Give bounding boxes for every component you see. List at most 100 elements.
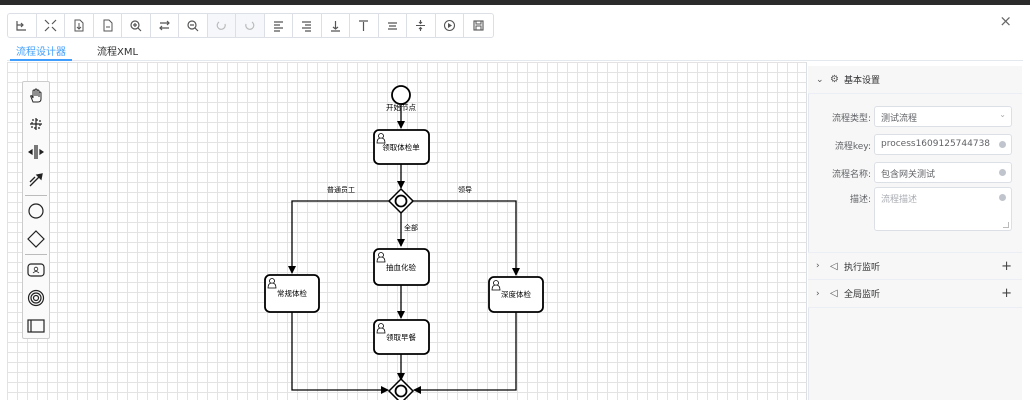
basic-settings-header[interactable]: ⌄ ⚙ 基本设置 xyxy=(808,66,1022,94)
process-desc-label: 描述: xyxy=(849,195,871,205)
section-title: 基本设置 xyxy=(844,76,881,86)
open-file-button[interactable] xyxy=(8,14,37,37)
align-right-icon xyxy=(302,21,312,32)
process-type-label: 流程类型: xyxy=(831,114,871,124)
window-top-bar xyxy=(0,0,1030,5)
start-event[interactable] xyxy=(391,85,411,105)
tool-palette xyxy=(22,81,50,339)
align-middle-icon xyxy=(416,20,426,31)
save-button[interactable] xyxy=(464,14,493,37)
play-simulation-button[interactable] xyxy=(436,14,464,37)
end-event-icon[interactable] xyxy=(23,286,49,310)
redo-button[interactable] xyxy=(236,14,265,37)
align-bottom-icon xyxy=(330,21,340,32)
download-xml-icon xyxy=(74,19,84,32)
split-gateway[interactable] xyxy=(387,187,415,215)
reset-zoom-icon xyxy=(158,20,170,31)
chevron-down-icon: ⌄ xyxy=(816,74,824,85)
play-simulation-icon xyxy=(443,19,455,32)
fit-view-button[interactable] xyxy=(37,14,65,37)
close-icon[interactable]: × xyxy=(999,12,1012,30)
task-label: 常规体检 xyxy=(277,288,307,298)
add-icon[interactable]: + xyxy=(1001,286,1012,301)
download-svg-button[interactable] xyxy=(94,14,122,37)
task-get-form[interactable]: 领取体检单 xyxy=(373,129,430,165)
clear-icon[interactable] xyxy=(999,169,1006,176)
task-label: 抽血化验 xyxy=(386,262,416,272)
flow-deep-to-join[interactable] xyxy=(413,312,517,394)
join-gateway[interactable] xyxy=(387,377,415,400)
task-deep-checkup[interactable]: 深度体检 xyxy=(488,276,544,313)
clear-icon[interactable] xyxy=(999,194,1006,201)
process-type-value: 测试流程 xyxy=(881,114,918,124)
align-top-button[interactable] xyxy=(350,14,379,37)
global-listener-header[interactable]: › ◁ 全局监听 + xyxy=(808,280,1022,308)
properties-panel: ⌄ ⚙ 基本设置 流程类型: 测试流程 ⌄ 流程key: process1609… xyxy=(808,66,1022,400)
task-routine-checkup[interactable]: 常规体检 xyxy=(264,274,320,313)
process-key-input[interactable]: process1609125744738 xyxy=(874,134,1012,155)
process-desc-row: 描述: 流程描述 xyxy=(808,187,1022,235)
resize-handle[interactable] xyxy=(1003,222,1009,228)
user-task-icon xyxy=(267,278,277,289)
clear-icon[interactable] xyxy=(999,141,1006,148)
megaphone-icon: ◁ xyxy=(830,260,838,272)
chevron-down-icon: ⌄ xyxy=(999,110,1006,119)
undo-button[interactable] xyxy=(207,14,236,37)
redo-icon xyxy=(245,21,255,30)
active-tab-indicator xyxy=(10,59,72,61)
flow-normal-staff[interactable] xyxy=(288,200,389,274)
lasso-tool-icon[interactable] xyxy=(23,112,49,136)
tab-process-xml[interactable]: 流程XML xyxy=(97,47,139,58)
process-name-input[interactable]: 包含网关测试 xyxy=(874,162,1012,183)
align-center-button[interactable] xyxy=(379,14,407,37)
process-key-row: 流程key: process1609125744738 xyxy=(808,134,1022,158)
open-file-icon xyxy=(16,21,27,31)
tab-process-designer[interactable]: 流程设计器 xyxy=(16,47,66,58)
user-task-icon xyxy=(376,133,386,144)
tab-bar: 流程设计器 流程XML xyxy=(7,40,1023,61)
task-label: 领取体检单 xyxy=(382,142,420,152)
palette-separator xyxy=(25,254,47,255)
space-tool-icon[interactable] xyxy=(23,140,49,164)
execution-listener-header[interactable]: › ◁ 执行监听 + xyxy=(808,252,1022,280)
align-left-button[interactable] xyxy=(265,14,293,37)
start-event-icon[interactable] xyxy=(23,199,49,223)
align-middle-button[interactable] xyxy=(407,14,436,37)
flow-routine-to-join[interactable] xyxy=(291,312,389,394)
undo-icon xyxy=(216,21,226,30)
process-desc-textarea[interactable]: 流程描述 xyxy=(874,187,1012,231)
align-top-icon xyxy=(359,20,369,31)
fit-view-icon xyxy=(44,19,57,32)
save-icon xyxy=(473,20,484,31)
zoom-out-icon xyxy=(187,20,199,32)
section-title: 全局监听 xyxy=(844,290,881,300)
task-blood-test[interactable]: 抽血化验 xyxy=(373,248,430,286)
flow-leader[interactable] xyxy=(413,200,520,276)
zoom-out-button[interactable] xyxy=(179,14,208,37)
download-xml-button[interactable] xyxy=(65,14,94,37)
connect-tool-icon[interactable] xyxy=(23,168,49,192)
user-task-icon[interactable] xyxy=(23,258,49,282)
align-left-icon xyxy=(273,21,283,32)
chevron-right-icon: › xyxy=(816,261,820,271)
process-key-label: 流程key: xyxy=(834,142,871,152)
process-desc-placeholder: 流程描述 xyxy=(881,195,918,205)
reset-zoom-button[interactable] xyxy=(151,14,179,37)
gear-icon: ⚙ xyxy=(830,74,839,85)
align-bottom-button[interactable] xyxy=(322,14,350,37)
task-get-breakfast[interactable]: 领取早餐 xyxy=(373,319,430,355)
branch-label-normal: 普通员工 xyxy=(327,185,355,194)
palette-separator xyxy=(25,195,47,196)
task-label: 领取早餐 xyxy=(386,332,416,342)
branch-label-leader: 领导 xyxy=(458,185,472,194)
add-icon[interactable]: + xyxy=(1001,258,1012,274)
panel-divider xyxy=(808,66,809,400)
process-key-value: process1609125744738 xyxy=(881,139,991,149)
align-right-button[interactable] xyxy=(293,14,322,37)
hand-tool-icon[interactable] xyxy=(23,84,49,108)
pool-icon[interactable] xyxy=(23,314,49,338)
user-task-icon xyxy=(376,323,386,334)
process-type-select[interactable]: 测试流程 ⌄ xyxy=(874,106,1012,127)
zoom-in-button[interactable] xyxy=(122,14,151,37)
gateway-icon[interactable] xyxy=(23,227,49,251)
